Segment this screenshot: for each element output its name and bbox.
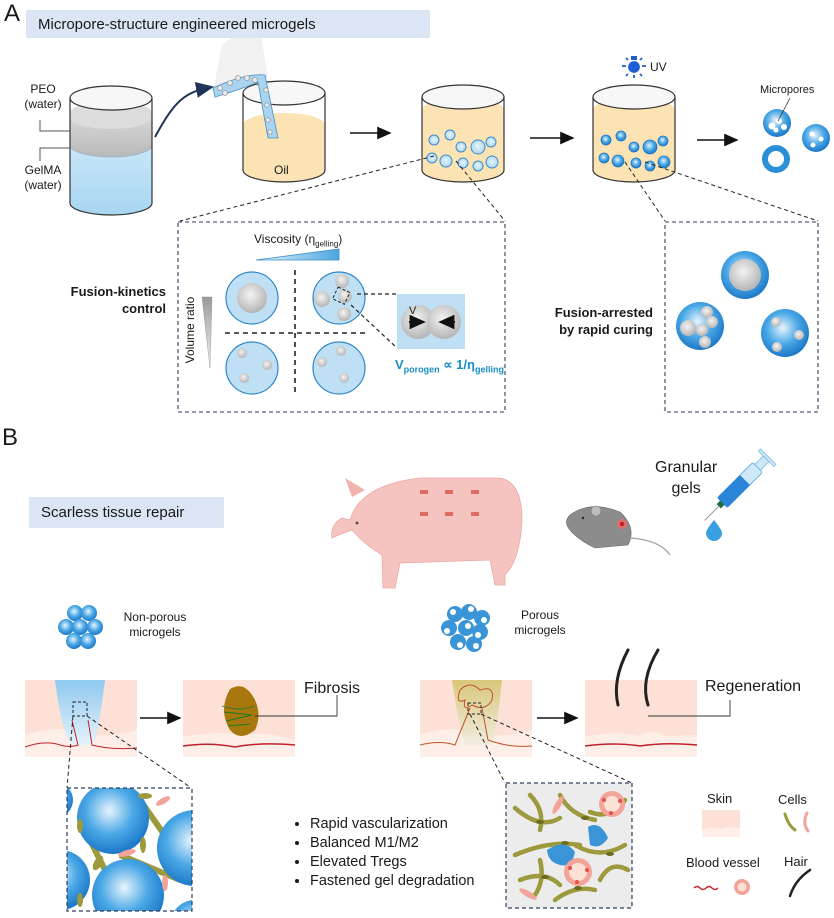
beaker-droplets xyxy=(421,84,505,183)
legend-skin-label: Skin xyxy=(707,791,733,806)
volume-ratio-label: Volume ratio xyxy=(183,296,197,364)
zoom-lines-b xyxy=(66,713,633,789)
eq-v-sub: porogen xyxy=(403,364,440,375)
panel-letter-b: B xyxy=(2,424,19,451)
non-porous-line1: Non-porous xyxy=(123,610,187,624)
viscosity-text: Viscosity (η xyxy=(254,232,316,246)
porous-cluster-icon xyxy=(441,604,490,652)
grid-dividers xyxy=(225,270,366,395)
porous-line2: microgels xyxy=(514,623,566,637)
granular-gels-label: Granular gels xyxy=(655,457,717,499)
porogen-equation: Vporogen ∝ 1/ηgelling xyxy=(395,357,504,375)
micropore-microgels xyxy=(762,97,830,173)
beaker-peo-gelma xyxy=(39,85,153,216)
fusion-arrested-box xyxy=(664,221,819,413)
legend-vessel-line xyxy=(693,885,719,891)
fusion-arrested-line2: by rapid curing xyxy=(559,322,653,337)
eq-mid: ∝ 1/η xyxy=(439,357,475,372)
panel-letter-a: A xyxy=(4,0,21,27)
skin-fibrosis xyxy=(182,680,338,757)
non-porous-inset xyxy=(66,787,193,912)
panel-b-banner: Scarless tissue repair xyxy=(29,497,224,528)
non-porous-label: Non-porous microgels xyxy=(115,610,195,640)
legend-cell-pink xyxy=(803,811,810,833)
viscosity-close: ) xyxy=(338,232,343,246)
porous-label: Porous microgels xyxy=(505,608,575,638)
gelma-label: GelMA (water) xyxy=(18,163,68,193)
legend-swatches xyxy=(693,810,812,898)
peo-label-text: PEO xyxy=(30,82,56,96)
beaker-oil xyxy=(212,14,326,183)
regeneration-label: Regeneration xyxy=(705,678,802,695)
bullet-item: Fastened gel degradation xyxy=(310,872,474,891)
uv-lamp-icon xyxy=(622,56,646,78)
skin-nonporous-wound xyxy=(24,680,138,757)
bullet-item: Elevated Tregs xyxy=(310,853,474,872)
pour-arrow xyxy=(154,82,214,138)
inset-zoom-lines xyxy=(350,293,398,349)
syringe-icon xyxy=(704,448,777,541)
fusion-kinetics-label: Fusion-kinetics control xyxy=(36,283,166,317)
non-porous-line2: microgels xyxy=(129,625,181,639)
legend-cells-label: Cells xyxy=(778,792,807,807)
porous-inset xyxy=(505,782,633,909)
volume-ratio-triangle xyxy=(201,296,213,369)
legend-cell-olive xyxy=(783,812,797,832)
viscosity-label: Viscosity (ηgelling) xyxy=(254,232,342,248)
eq-eta-sub: gelling xyxy=(474,364,504,375)
uv-label: UV xyxy=(650,60,667,74)
pig-illustration xyxy=(331,477,523,589)
granular-gels-line2: gels xyxy=(671,480,701,497)
oil-label: Oil xyxy=(274,163,289,177)
fusion-kinetics-line2: control xyxy=(121,301,166,316)
fusion-kinetics-line1: Fusion-kinetics xyxy=(70,284,166,299)
viscosity-triangle xyxy=(255,248,340,261)
fusion-arrested-microgels xyxy=(676,251,809,357)
fusion-inset xyxy=(397,294,465,349)
fibrosis-label: Fibrosis xyxy=(304,680,361,697)
skin-porous-wound xyxy=(419,680,533,757)
outcome-bullets: Rapid vascularization Balanced M1/M2 Ele… xyxy=(292,815,474,891)
mouse-illustration xyxy=(566,505,671,556)
viscosity-sub: gelling xyxy=(315,239,339,249)
granular-gels-line1: Granular xyxy=(655,459,718,476)
legend-hair xyxy=(788,868,812,898)
gelma-label-sub: (water) xyxy=(24,178,62,192)
eq-v: V xyxy=(395,357,404,372)
legend-hair-label: Hair xyxy=(784,854,808,869)
bullet-item: Rapid vascularization xyxy=(310,815,474,834)
peo-label-sub: (water) xyxy=(24,97,62,111)
legend-blood-vessel-label: Blood vessel xyxy=(686,855,760,870)
bullet-item: Balanced M1/M2 xyxy=(310,834,474,853)
gelma-label-text: GelMA xyxy=(24,163,62,177)
non-porous-cluster-icon xyxy=(58,605,103,649)
fusion-arrested-line1: Fusion-arrested xyxy=(554,305,653,320)
inset-v-label: V xyxy=(409,305,417,317)
beaker-cured xyxy=(592,84,676,183)
panel-a-banner: Micropore-structure engineered microgels xyxy=(26,10,430,38)
porous-line1: Porous xyxy=(520,608,560,622)
micropores-label: Micropores xyxy=(760,84,815,96)
fusion-kinetics-box xyxy=(177,221,506,413)
microgel-grid xyxy=(225,271,366,395)
skin-regenerated xyxy=(584,648,731,757)
fusion-arrested-label: Fusion-arrested by rapid curing xyxy=(520,304,653,338)
zoom-lines-a xyxy=(179,155,819,222)
peo-label: PEO (water) xyxy=(18,82,68,112)
